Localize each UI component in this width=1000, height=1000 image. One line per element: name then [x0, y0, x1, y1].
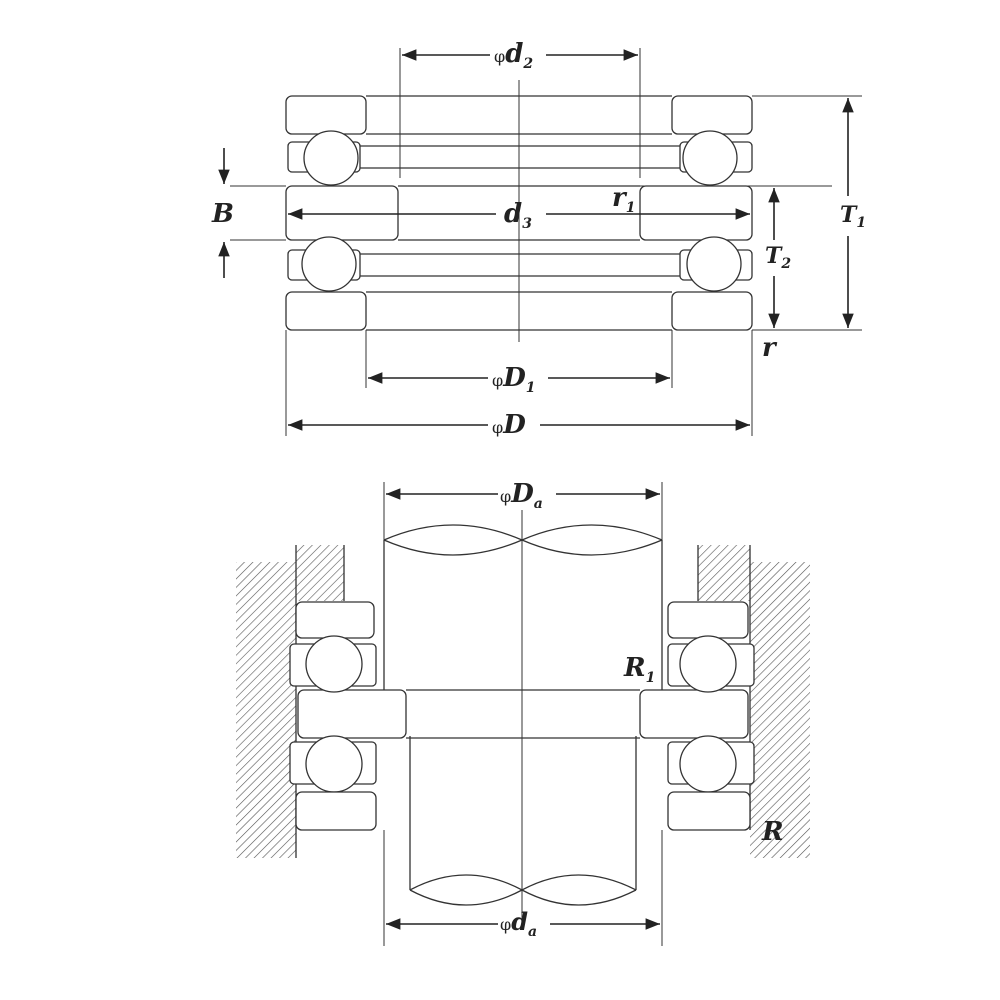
- label-R1: R1: [623, 653, 655, 686]
- shaft-washer-mount-left: [297, 689, 407, 739]
- label-d2: φd2: [494, 39, 533, 72]
- housing-wall-right: [750, 562, 810, 858]
- shaft-washer-mount-right: [639, 689, 749, 739]
- label-r: r: [762, 333, 778, 363]
- housing-washer-bottom-right: [671, 291, 753, 331]
- label-R: R: [761, 817, 784, 847]
- housing-washer-bottom-left: [285, 291, 367, 331]
- top-bearing-section: [218, 48, 862, 436]
- label-r1: r1: [612, 183, 635, 216]
- mount-housing-washer-top-right: [667, 601, 749, 639]
- shaft-upper: [383, 524, 663, 690]
- housing-washer-top-left: [285, 95, 367, 135]
- label-D: φD: [492, 410, 526, 440]
- housing-shoulder-right: [698, 545, 750, 601]
- mount-ball-lower-left: [305, 735, 363, 793]
- label-D1: φD1: [492, 363, 536, 396]
- mount-housing-washer-top-left: [295, 601, 375, 639]
- shaft-lower: [409, 736, 637, 906]
- shaft-washer-left: [285, 185, 399, 241]
- label-Da: φDa: [500, 479, 543, 512]
- mounting-section: [236, 482, 810, 946]
- mount-ball-upper-right: [679, 635, 737, 693]
- ball-upper-left: [303, 130, 359, 186]
- label-B: B: [211, 199, 234, 229]
- housing-shoulder-left: [296, 545, 344, 601]
- mount-housing-washer-bottom-left: [295, 791, 377, 831]
- label-d3: d3: [504, 199, 532, 232]
- housing-washer-top-right: [671, 95, 753, 135]
- label-T2: T2: [765, 243, 791, 272]
- ball-lower-left: [301, 236, 357, 292]
- ball-upper-right: [682, 130, 738, 186]
- label-da: φda: [500, 907, 537, 940]
- mount-ball-upper-left: [305, 635, 363, 693]
- mount-housing-washer-bottom-right: [667, 791, 751, 831]
- shaft-washer-right: [639, 185, 753, 241]
- mount-ball-lower-right: [679, 735, 737, 793]
- housing-wall-left: [236, 562, 296, 858]
- label-T1: T1: [840, 202, 866, 231]
- ball-lower-right: [686, 236, 742, 292]
